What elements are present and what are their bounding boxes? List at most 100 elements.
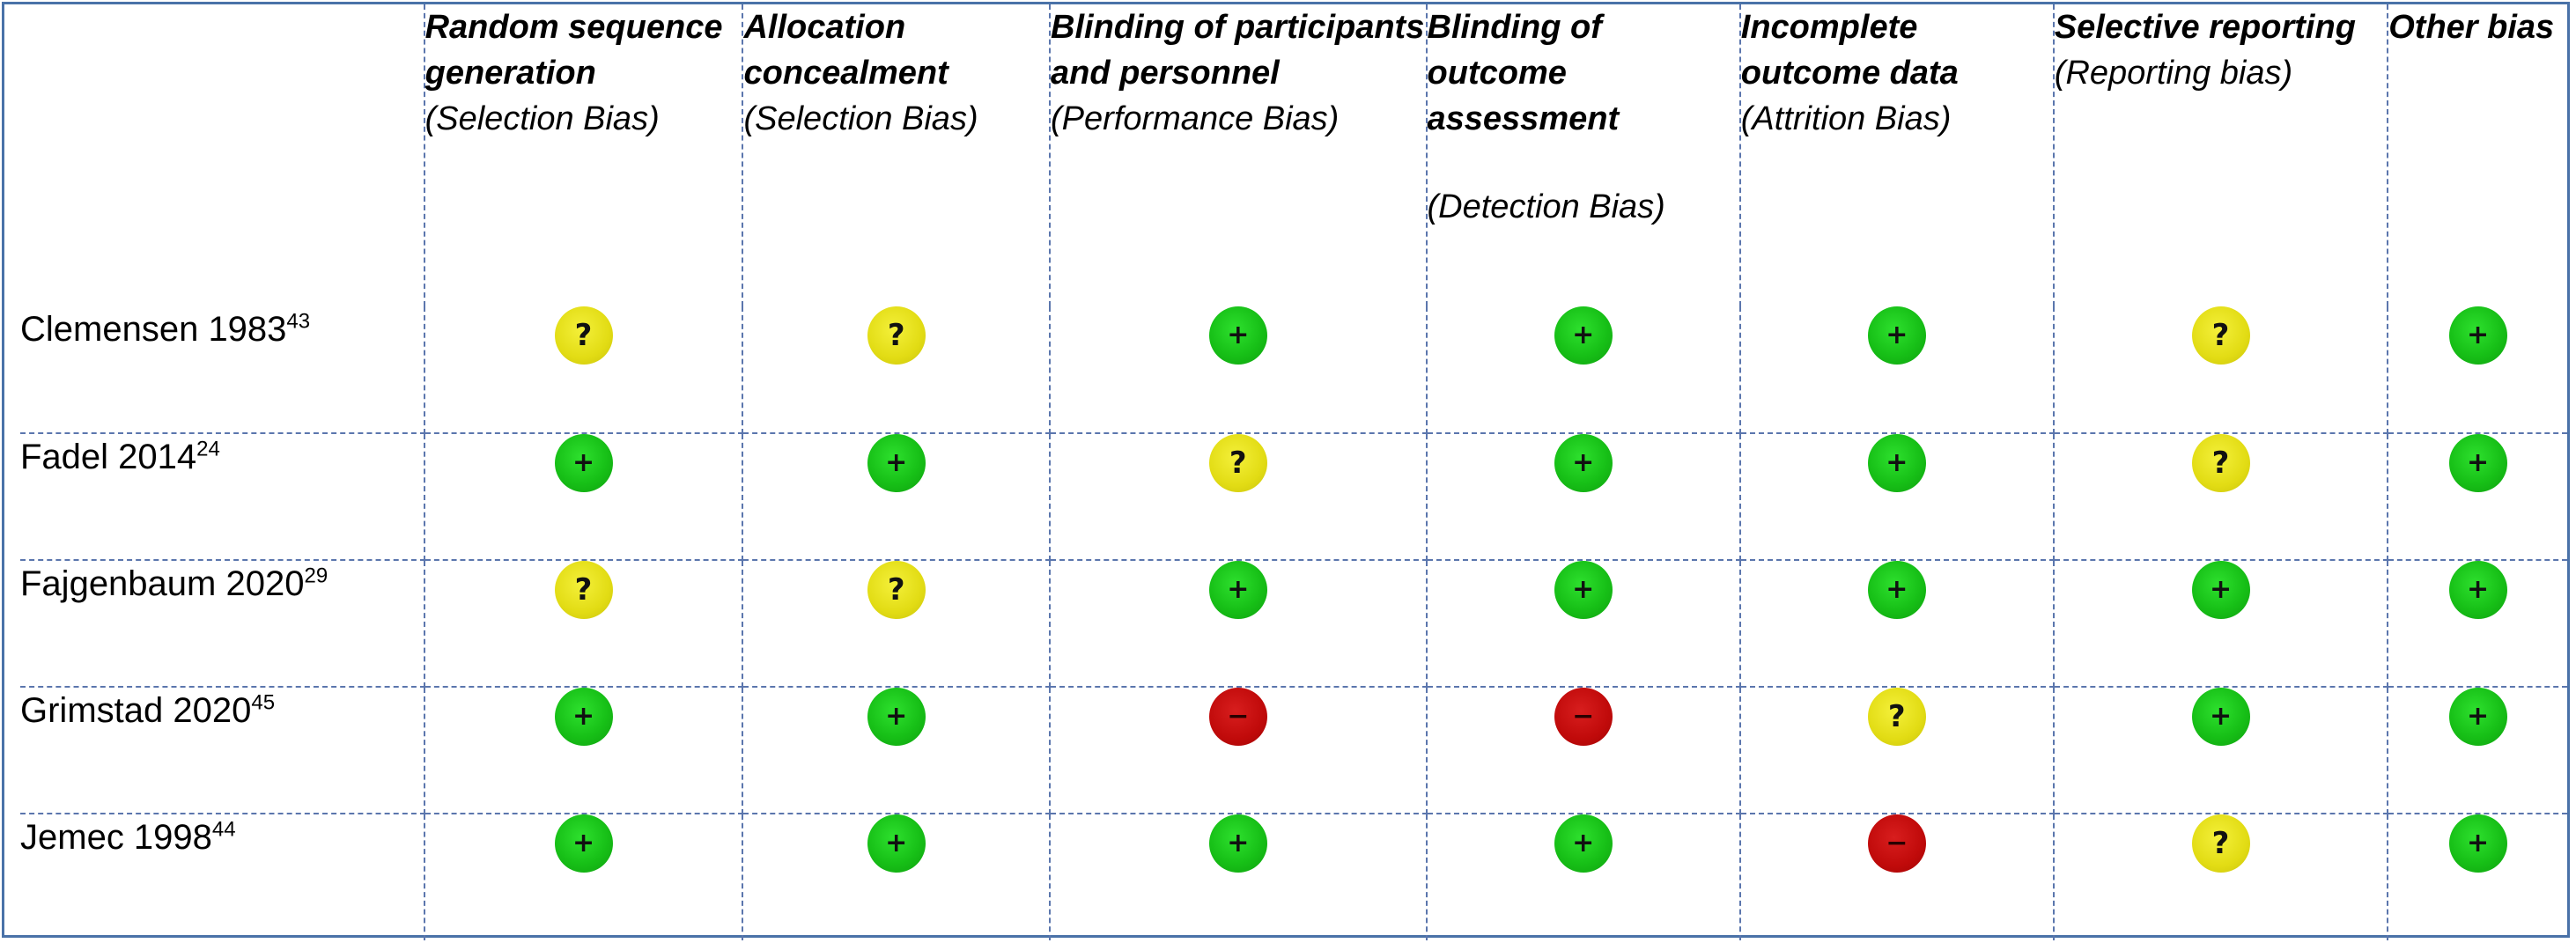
rating-cell: + [1425,813,1741,940]
rating-cell: ? [2052,813,2389,940]
risk-symbol: + [572,447,595,478]
unclear-risk-icon: ? [1867,688,1926,746]
col-title: Blinding of outcome assessment [1427,9,1620,137]
risk-symbol: + [885,828,908,858]
low-risk-icon: + [2448,306,2507,365]
risk-symbol: + [1227,828,1250,858]
unclear-risk-icon: ? [2191,434,2250,492]
risk-symbol: ? [2211,318,2230,353]
rating-cell: + [1425,306,1741,434]
rating-cell: + [1738,559,2055,688]
risk-symbol: + [1572,828,1595,858]
risk-symbol: + [1886,574,1908,605]
risk-symbol: + [1572,574,1595,605]
header-row: Random sequence generation (Selection Bi… [20,4,2567,306]
rating-cell: − [1738,813,2055,940]
low-risk-icon: + [1554,434,1613,492]
reference-number: 44 [211,817,236,842]
risk-symbol: + [1886,320,1908,350]
low-risk-icon: + [867,688,926,746]
low-risk-icon: + [867,814,926,873]
risk-symbol: + [2209,574,2233,605]
rating-cell: ? [2052,432,2389,561]
rating-cell: + [1049,306,1428,434]
col-title: Selective reporting [2054,9,2356,46]
table-row: Clemensen 198343??+++?+ [20,306,2567,434]
low-risk-icon: + [2191,561,2250,619]
study-cell: Fadel 201424 [20,432,425,561]
study-cell: Grimstad 202045 [20,686,425,814]
low-risk-icon: + [1554,561,1613,619]
unclear-risk-icon: ? [554,561,613,619]
risk-symbol: + [2467,447,2490,478]
risk-symbol: ? [574,318,593,353]
study-name: Clemensen 1983 [20,310,287,349]
table-row: Jemec 199844++++−?+ [20,813,2567,940]
low-risk-icon: + [2191,688,2250,746]
rating-cell: + [423,432,744,561]
low-risk-icon: + [554,688,613,746]
risk-symbol: + [1572,320,1595,350]
col-bias-type: (Selection Bias) [424,100,660,137]
rating-cell: + [2052,559,2389,688]
low-risk-icon: + [1208,561,1267,619]
risk-symbol: + [2467,320,2490,350]
risk-symbol: + [1886,447,1908,478]
risk-symbol: ? [887,318,905,353]
low-risk-icon: + [2448,561,2507,619]
rating-cell: − [1049,686,1428,814]
col-bias-type: (Performance Bias) [1051,100,1340,137]
unclear-risk-icon: ? [867,561,926,619]
col-bias-type: (Attrition Bias) [1740,100,1952,137]
risk-symbol: + [2467,828,2490,858]
high-risk-icon: − [1208,688,1267,746]
rating-cell: + [2387,306,2567,434]
study-name: Grimstad 2020 [20,691,252,730]
rating-cell: − [1425,686,1741,814]
risk-symbol: + [2209,701,2233,732]
risk-symbol: + [572,828,595,858]
col-title: Random sequence generation [424,9,723,92]
risk-of-bias-table: Random sequence generation (Selection Bi… [20,4,2567,940]
risk-symbol: + [885,701,908,732]
col-header: Allocation concealment (Selection Bias) [742,4,1052,306]
risk-symbol: ? [574,572,593,608]
rating-cell: + [742,813,1052,940]
col-header: Incomplete outcome data (Attrition Bias) [1738,4,2055,306]
col-title: Allocation concealment [743,9,948,92]
table-row: Grimstad 202045 + + − −? + + [20,686,2567,814]
rating-cell: + [1049,813,1428,940]
risk-symbol: − [1572,701,1595,732]
rating-cell: + [742,686,1052,814]
rating-cell: ? [423,559,744,688]
rating-cell: + [423,813,744,940]
unclear-risk-icon: ? [554,306,613,365]
low-risk-icon: + [2448,814,2507,873]
risk-symbol: ? [2211,446,2230,481]
low-risk-icon: + [554,814,613,873]
risk-symbol: ? [2211,826,2230,861]
rating-cell: ? [1049,432,1428,561]
col-bias-type: (Reporting bias) [2054,55,2293,92]
study-name: Fadel 2014 [20,438,197,476]
rating-cell: ? [423,306,744,434]
col-header: Other bias [2387,4,2567,306]
study-cell: Fajgenbaum 202029 [20,559,425,688]
low-risk-icon: + [1208,306,1267,365]
risk-symbol: + [572,701,595,732]
low-risk-icon: + [2448,434,2507,492]
rating-cell: + [1738,432,2055,561]
rating-cell: + [2387,686,2567,814]
risk-symbol: + [885,447,908,478]
col-title: Other bias [2388,9,2555,46]
risk-symbol: ? [887,572,905,608]
rating-cell: + [1425,559,1741,688]
table-row: Fajgenbaum 202029?? + + + + + [20,559,2567,688]
risk-symbol: + [1572,447,1595,478]
col-title: Blinding of participants and personnel [1051,9,1425,92]
rating-cell: + [423,686,744,814]
rating-cell: + [2052,686,2389,814]
low-risk-icon: + [554,434,613,492]
reference-number: 24 [196,437,220,461]
